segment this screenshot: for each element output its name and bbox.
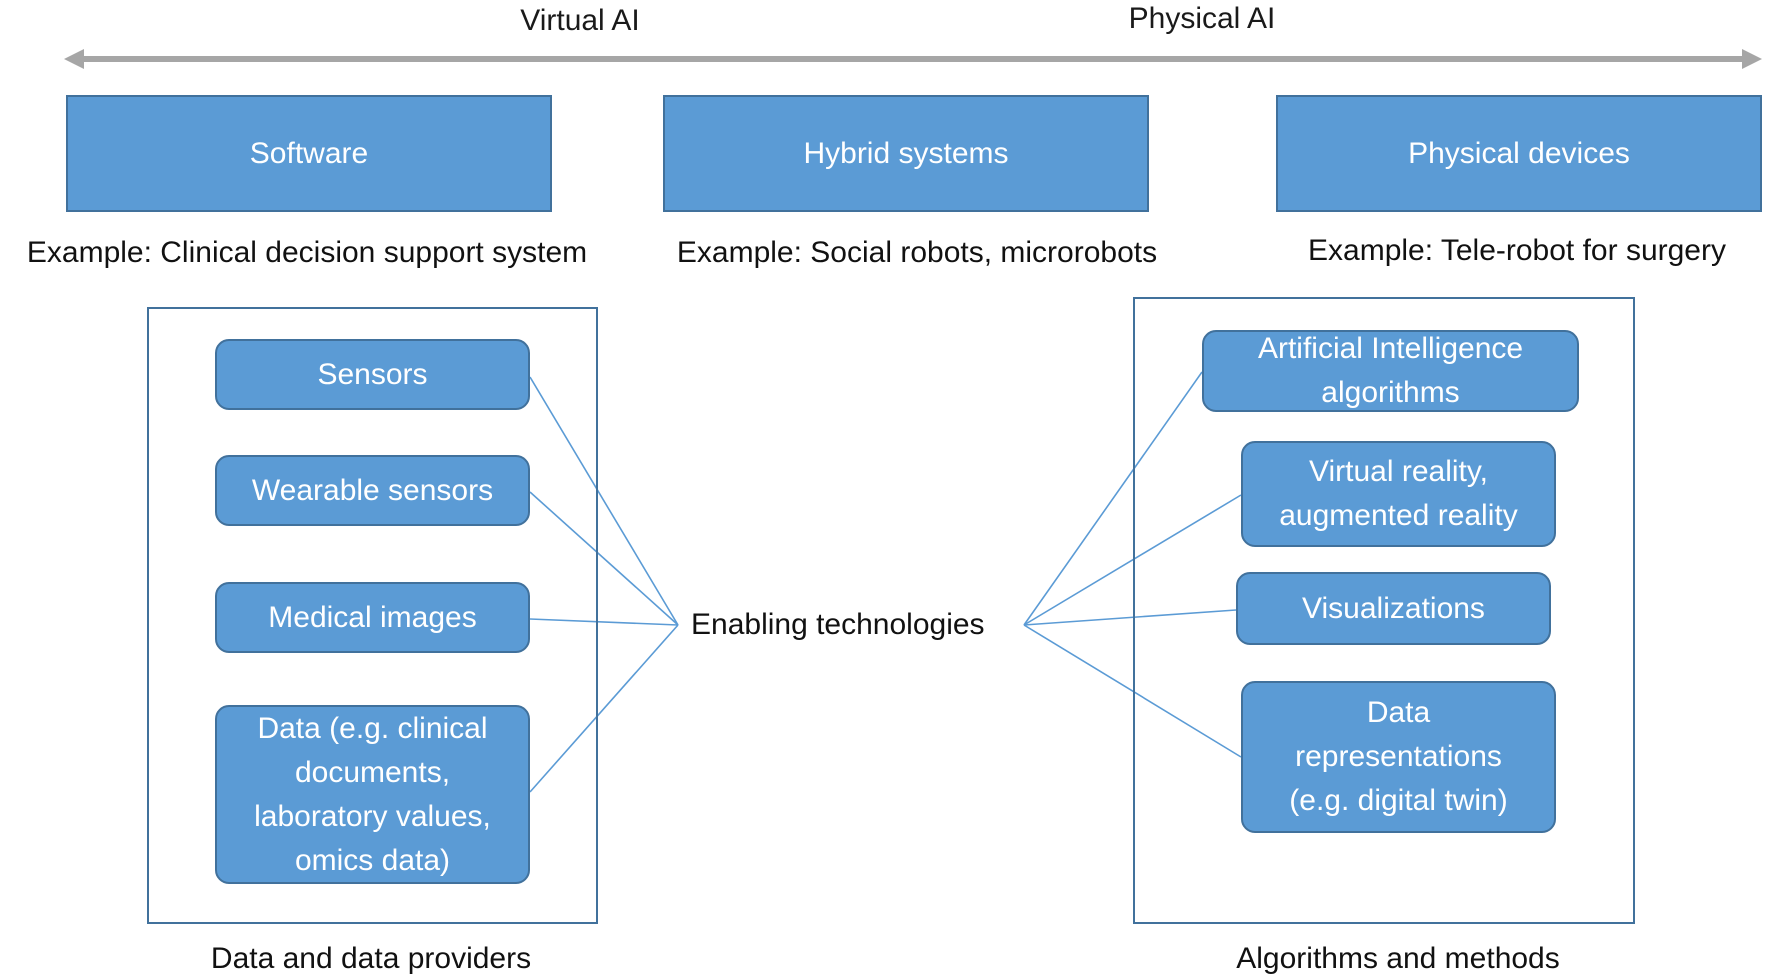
item-line: augmented reality	[1279, 499, 1518, 532]
connector-sensors	[529, 376, 679, 626]
item-vr-ar: Virtual reality, augmented reality	[1241, 441, 1556, 547]
example-physical-devices: Example: Tele-robot for surgery	[1308, 234, 1726, 267]
item-sensors: Sensors	[215, 339, 530, 410]
item-line: documents,	[294, 755, 451, 789]
connector-ai-algorithms	[1023, 371, 1203, 626]
example-software: Example: Clinical decision support syste…	[26, 236, 588, 269]
category-software: Software	[66, 95, 552, 212]
item-line: Wearable sensors	[251, 473, 494, 507]
item-medical-images: Medical images	[215, 582, 530, 653]
item-line: algorithms	[1321, 376, 1460, 409]
item-wearable-sensors: Wearable sensors	[215, 455, 530, 526]
item-line: (e.g. digital twin)	[1289, 784, 1508, 817]
item-visualizations: Visualizations	[1236, 572, 1551, 645]
data-providers-caption: Data and data providers	[210, 942, 532, 975]
physical-ai-label: Physical AI	[1128, 2, 1276, 35]
category-physical-devices: Physical devices	[1276, 95, 1762, 212]
example-hybrid-systems: Example: Social robots, microrobots	[676, 236, 1158, 269]
item-line: Medical images	[268, 600, 477, 634]
item-line: Artificial Intelligence	[1257, 332, 1524, 365]
connector-medical-images	[529, 618, 679, 626]
item-data: Data (e.g. clinical documents, laborator…	[215, 705, 530, 884]
connector-data-representations	[1023, 624, 1242, 758]
spectrum-arrow	[64, 49, 1762, 69]
item-ai-algorithms: Artificial Intelligence algorithms	[1202, 330, 1579, 412]
enabling-technologies-label: Enabling technologies	[691, 608, 985, 641]
item-line: Virtual reality,	[1309, 455, 1488, 488]
virtual-ai-label: Virtual AI	[520, 4, 640, 37]
item-line: Data	[1366, 696, 1431, 729]
item-line: representations	[1295, 740, 1502, 773]
data-providers-panel	[147, 307, 598, 924]
connector-wearable	[529, 491, 679, 626]
item-line: Sensors	[317, 357, 428, 391]
algorithms-caption: Algorithms and methods	[1236, 942, 1560, 975]
item-data-representations: Data representations (e.g. digital twin)	[1241, 681, 1556, 833]
item-line: Visualizations	[1302, 591, 1485, 625]
category-hybrid-systems: Hybrid systems	[663, 95, 1149, 212]
item-line: Data (e.g. clinical	[257, 711, 488, 745]
connector-visualizations	[1023, 609, 1237, 626]
item-line: laboratory values,	[254, 799, 491, 833]
algorithms-panel	[1133, 297, 1635, 924]
item-line: omics data)	[294, 843, 451, 877]
connector-data	[529, 624, 679, 793]
connector-vr-ar	[1023, 494, 1242, 626]
